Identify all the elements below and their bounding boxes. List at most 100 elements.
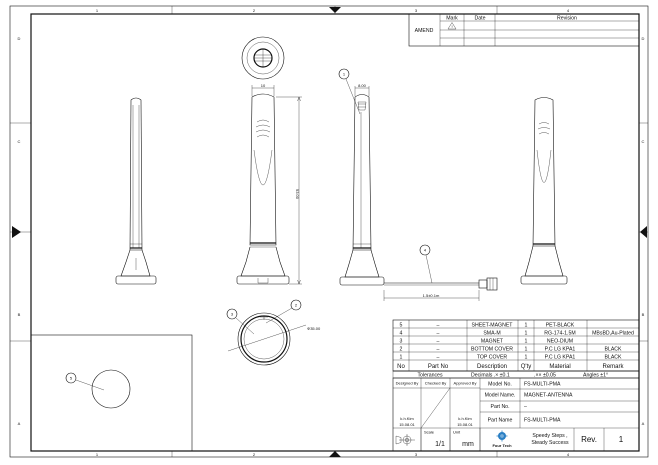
svg-text:k.h.Kim: k.h.Kim — [400, 416, 414, 421]
dim-cable-length: 1.5±0.1m — [423, 293, 440, 298]
svg-text:MBsBD,Au-Plated: MBsBD,Au-Plated — [592, 331, 634, 337]
col-label: 3 — [415, 452, 418, 457]
callout-4 — [419, 244, 431, 256]
bom-table: 5 – SHEET-MAGNET 1 PET-BLACK 4 – SMA-M 1… — [392, 319, 640, 372]
callout-2 — [290, 299, 302, 311]
svg-text:Checked By: Checked By — [425, 381, 447, 386]
svg-text:–: – — [437, 331, 440, 337]
svg-text:–: – — [524, 404, 527, 410]
svg-text:–: – — [437, 339, 440, 345]
bom-header-description: Description — [477, 364, 507, 370]
svg-text:TOP COVER: TOP COVER — [477, 355, 508, 361]
side-view-right — [520, 97, 568, 285]
svg-text:Steady Success: Steady Success — [531, 440, 569, 446]
projection-symbol-icon — [395, 434, 415, 446]
svg-text:15.08.01: 15.08.01 — [457, 422, 473, 427]
title-block: Designed By Checked By Approved By k.h.K… — [392, 377, 640, 452]
svg-text:3: 3 — [400, 339, 403, 345]
svg-text:BLACK: BLACK — [604, 347, 622, 353]
svg-text:2: 2 — [400, 347, 403, 353]
row-label: C — [642, 139, 645, 144]
svg-text:Part Name: Part Name — [488, 418, 513, 424]
tolerances-decimals: Decimals .× ±0.1 — [471, 373, 510, 379]
svg-text:1: 1 — [343, 72, 346, 77]
row-label: A — [642, 421, 645, 426]
bom-header-material: Material — [549, 364, 570, 370]
svg-text:15.08.01: 15.08.01 — [399, 422, 415, 427]
dim-diameter: Φ35.00 — [307, 326, 321, 331]
row-label: A — [18, 421, 21, 426]
col-label: 1 — [96, 8, 99, 13]
callout-5 — [65, 372, 77, 384]
svg-text:MAGNET-ANTENNA: MAGNET-ANTENNA — [524, 393, 573, 399]
bom-header-no: No — [397, 364, 405, 370]
svg-text:!: ! — [451, 24, 452, 29]
svg-text:mm: mm — [462, 441, 474, 448]
bom-header-remark: Remark — [602, 364, 624, 370]
svg-text:1: 1 — [525, 355, 528, 361]
svg-text:Designed By: Designed By — [396, 381, 419, 386]
callout-1 — [338, 68, 350, 80]
row-label: C — [18, 139, 21, 144]
side-view-cable: 8.00 1.5±0.1m — [339, 83, 498, 301]
svg-text:PET-BLACK: PET-BLACK — [546, 323, 575, 329]
svg-text:Model Name.: Model Name. — [485, 393, 516, 399]
svg-text:k.h.Kim: k.h.Kim — [458, 416, 472, 421]
svg-text:1: 1 — [525, 339, 528, 345]
svg-text:MAGNET: MAGNET — [481, 339, 504, 345]
svg-text:1: 1 — [525, 347, 528, 353]
front-view: 10 93.00 — [236, 83, 302, 285]
svg-text:–: – — [437, 355, 440, 361]
col-label: 2 — [253, 452, 256, 457]
svg-text:4: 4 — [424, 248, 427, 253]
tolerances-decimals2: .×× ±0.05 — [534, 373, 556, 379]
svg-text:P.C LG KPA1: P.C LG KPA1 — [545, 347, 576, 353]
svg-text:1/1: 1/1 — [435, 441, 445, 448]
bottom-view: Φ35.00 — [227, 312, 321, 366]
col-label: 3 — [415, 8, 418, 13]
sheet-magnet-box — [30, 334, 193, 452]
col-label: 1 — [96, 452, 99, 457]
center-arrow-top — [329, 7, 341, 13]
svg-text:Unit: Unit — [453, 430, 461, 435]
svg-text:BOTTOM COVER: BOTTOM COVER — [471, 347, 513, 353]
tolerances-angles: Angles ±1° — [583, 373, 608, 379]
bom-header-part-no: Part No — [428, 364, 449, 370]
tolerances-label: Tolerances — [417, 373, 442, 379]
svg-text:Rev.: Rev. — [581, 435, 597, 444]
svg-text:SMA-M: SMA-M — [483, 331, 500, 337]
mark-header: Mark — [446, 16, 458, 22]
svg-text:Scale: Scale — [424, 430, 435, 435]
row-label: B — [18, 312, 21, 317]
svg-text:–: – — [437, 347, 440, 353]
date-header: Date — [475, 16, 486, 22]
revision-table: AMEND Mark Date Revision ! — [408, 13, 640, 47]
revision-header: Revision — [557, 16, 577, 22]
callouts: 1 2 3 4 5 — [65, 68, 433, 391]
row-label: D — [642, 36, 645, 41]
col-label: 2 — [253, 8, 256, 13]
svg-text:FS-MULTI-PMA: FS-MULTI-PMA — [524, 382, 561, 388]
row-label: D — [18, 36, 21, 41]
svg-text:P.C LG KPA1: P.C LG KPA1 — [545, 355, 576, 361]
svg-text:–: – — [437, 323, 440, 329]
dim-top-width: 10 — [261, 83, 266, 88]
svg-text:5: 5 — [400, 323, 403, 329]
side-view-left — [115, 97, 157, 285]
svg-text:Speedy Steps ,: Speedy Steps , — [532, 433, 567, 439]
company-logo-icon — [496, 430, 508, 442]
svg-text:4: 4 — [400, 331, 403, 337]
svg-text:BLACK: BLACK — [604, 355, 622, 361]
zone-ticks — [10, 6, 648, 457]
svg-text:5: 5 — [70, 376, 73, 381]
svg-text:FS-MULTI-PMA: FS-MULTI-PMA — [524, 418, 561, 424]
company-name: Four Tech — [492, 443, 512, 448]
dim-tip-width: 8.00 — [358, 83, 367, 88]
center-arrow-right — [640, 226, 647, 238]
row-label: B — [642, 312, 645, 317]
svg-text:1: 1 — [400, 355, 403, 361]
warning-triangle-icon — [447, 22, 457, 30]
svg-text:3: 3 — [231, 312, 234, 317]
center-arrow-left — [12, 226, 21, 238]
